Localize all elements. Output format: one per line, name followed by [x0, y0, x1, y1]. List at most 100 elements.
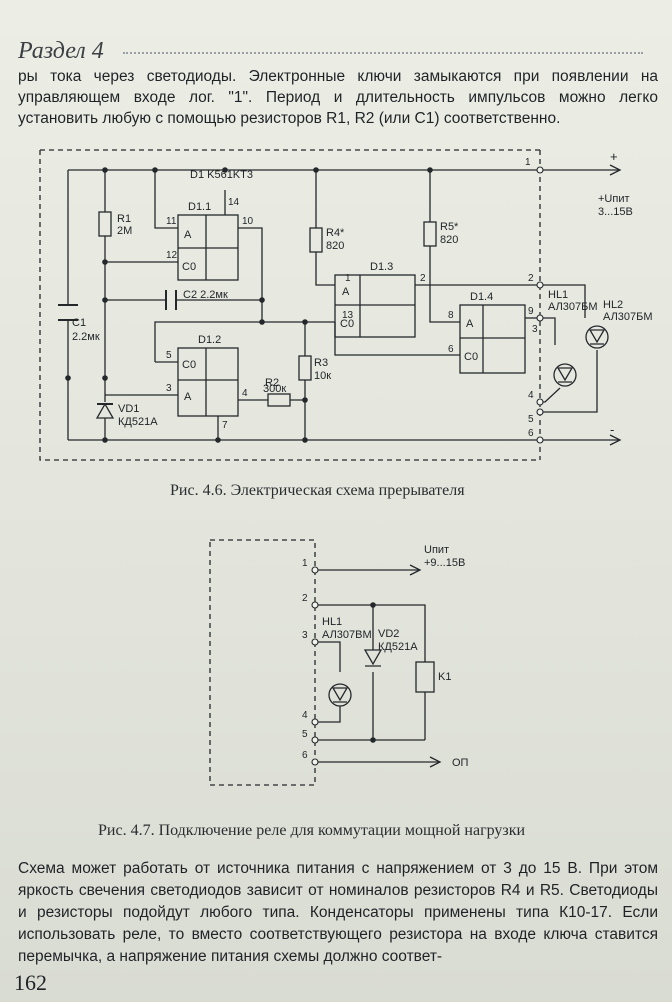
r5-wire: [429, 170, 460, 323]
hl1-anode-wire: [540, 317, 556, 345]
d1-label: D1 K561KT3: [190, 169, 253, 181]
d13-label: D1.3: [370, 261, 393, 273]
hl2-anode-wire: [540, 284, 586, 318]
f2-supply-range: +9...15В: [424, 557, 465, 569]
d12-grid: [178, 348, 238, 416]
pin-9: 9: [528, 306, 534, 317]
junction-dots: [65, 167, 433, 443]
f2-pin4: 4: [302, 710, 308, 721]
paragraph-bottom: Схема может работать от источника питани…: [18, 860, 658, 965]
r1-value: 2M: [117, 225, 132, 237]
r3-label: R3: [314, 357, 328, 369]
pin-1: 1: [345, 273, 351, 284]
hl1-label: HL1: [548, 289, 568, 301]
c2-plates: [165, 290, 177, 310]
r4-label: R4*: [326, 227, 345, 239]
r4-body: [309, 227, 323, 253]
r2-label: R2: [265, 377, 279, 389]
d14-block: [459, 304, 526, 374]
pin-5: 5: [166, 350, 172, 361]
op-arrow: [429, 756, 442, 768]
k1-wire: [315, 604, 426, 740]
f2-pin3: 3: [302, 630, 308, 641]
d11-a: A: [184, 229, 192, 241]
c1-label: C1: [72, 317, 86, 329]
plus-label: +: [610, 149, 618, 164]
connector-pins: [536, 166, 544, 444]
f2-k1: K1: [438, 671, 451, 683]
supply-arrow: [409, 564, 422, 576]
hl2-led-icon: [585, 325, 609, 349]
supply-range: 3...15В: [598, 206, 633, 218]
board-outline: [39, 149, 540, 461]
vd2-symbol: [363, 649, 383, 667]
d11-label: D1.1: [188, 201, 211, 213]
header-rule: [123, 52, 643, 58]
f2-pin2: 2: [302, 593, 308, 604]
r5-label: R5*: [440, 221, 459, 233]
pin-7: 7: [222, 420, 228, 431]
r4-wire: [315, 170, 335, 286]
hl1-2-led-icon: [328, 683, 352, 707]
plus-arrow: [609, 164, 622, 176]
vd1-label: VD1: [118, 403, 139, 415]
d14-label: D1.4: [470, 291, 493, 303]
c1-value: 2.2мк: [72, 331, 100, 343]
k1-coil: [415, 661, 435, 693]
pin-11: 11: [166, 216, 177, 227]
d12-label: D1.2: [198, 334, 221, 346]
d13-grid: [335, 275, 415, 337]
f2-pin6: 6: [302, 750, 308, 761]
f2-hl1-value: АЛ307ВМ: [322, 629, 372, 641]
conn3: 3: [532, 324, 538, 335]
page-header: Раздел 4: [18, 38, 658, 68]
junction-dots-2: [370, 602, 376, 743]
d11-pin10-wire: [238, 227, 263, 318]
vd1-value: КД521А: [118, 416, 158, 428]
r2-body: [267, 393, 291, 407]
pin-12: 12: [166, 250, 178, 261]
d12-c0: C0: [182, 359, 196, 371]
f2-vd2-value: КД521А: [378, 641, 418, 653]
d12-a: A: [184, 391, 192, 403]
d11-grid: [178, 215, 238, 280]
pin-6: 6: [448, 344, 454, 355]
supply-label: +Uпит: [598, 193, 630, 205]
minus-arrow: [609, 434, 622, 446]
page-number: 162: [14, 970, 47, 995]
section-title: Раздел 4: [18, 38, 104, 64]
figure-4-6-caption: Рис. 4.6. Электрическая схема прерывател…: [170, 482, 465, 499]
hl2-cathode-wire: [540, 350, 598, 413]
pin-3: 3: [166, 383, 172, 394]
minus-label: -: [610, 422, 614, 437]
conn1: 1: [525, 157, 531, 168]
pin-8: 8: [448, 310, 454, 321]
r3-body: [298, 355, 312, 381]
hl2-value: АЛ307БМ: [603, 311, 653, 323]
f2-vd2: VD2: [378, 628, 399, 640]
connector2-pins: [311, 566, 319, 766]
conn5: 5: [528, 414, 534, 425]
c1-plates: [58, 304, 78, 321]
d13-a: A: [342, 286, 350, 298]
hl1-led-icon: [553, 363, 577, 387]
d14-grid: [460, 305, 525, 373]
hl1-value: АЛ307БМ: [548, 301, 598, 313]
r3-value: 10к: [314, 370, 331, 382]
figure-4-7-caption: Рис. 4.7. Подключение реле для коммутаци…: [98, 822, 526, 839]
hl1-return-wire: [315, 706, 341, 723]
hl1-led-symbol: [556, 367, 574, 383]
r4-value: 820: [326, 240, 344, 252]
f2-op: ОП: [452, 757, 469, 769]
hl1-2-led-symbol: [331, 687, 349, 703]
r1-label: R1: [117, 213, 131, 225]
pin-2: 2: [420, 273, 426, 284]
f2-supply: Uпит: [424, 544, 449, 556]
conn4: 4: [528, 390, 534, 401]
d13-block: [334, 274, 416, 338]
hl2-led-symbol: [588, 329, 606, 345]
paragraph-top: ры тока через светодиоды. Электронные кл…: [18, 68, 658, 127]
